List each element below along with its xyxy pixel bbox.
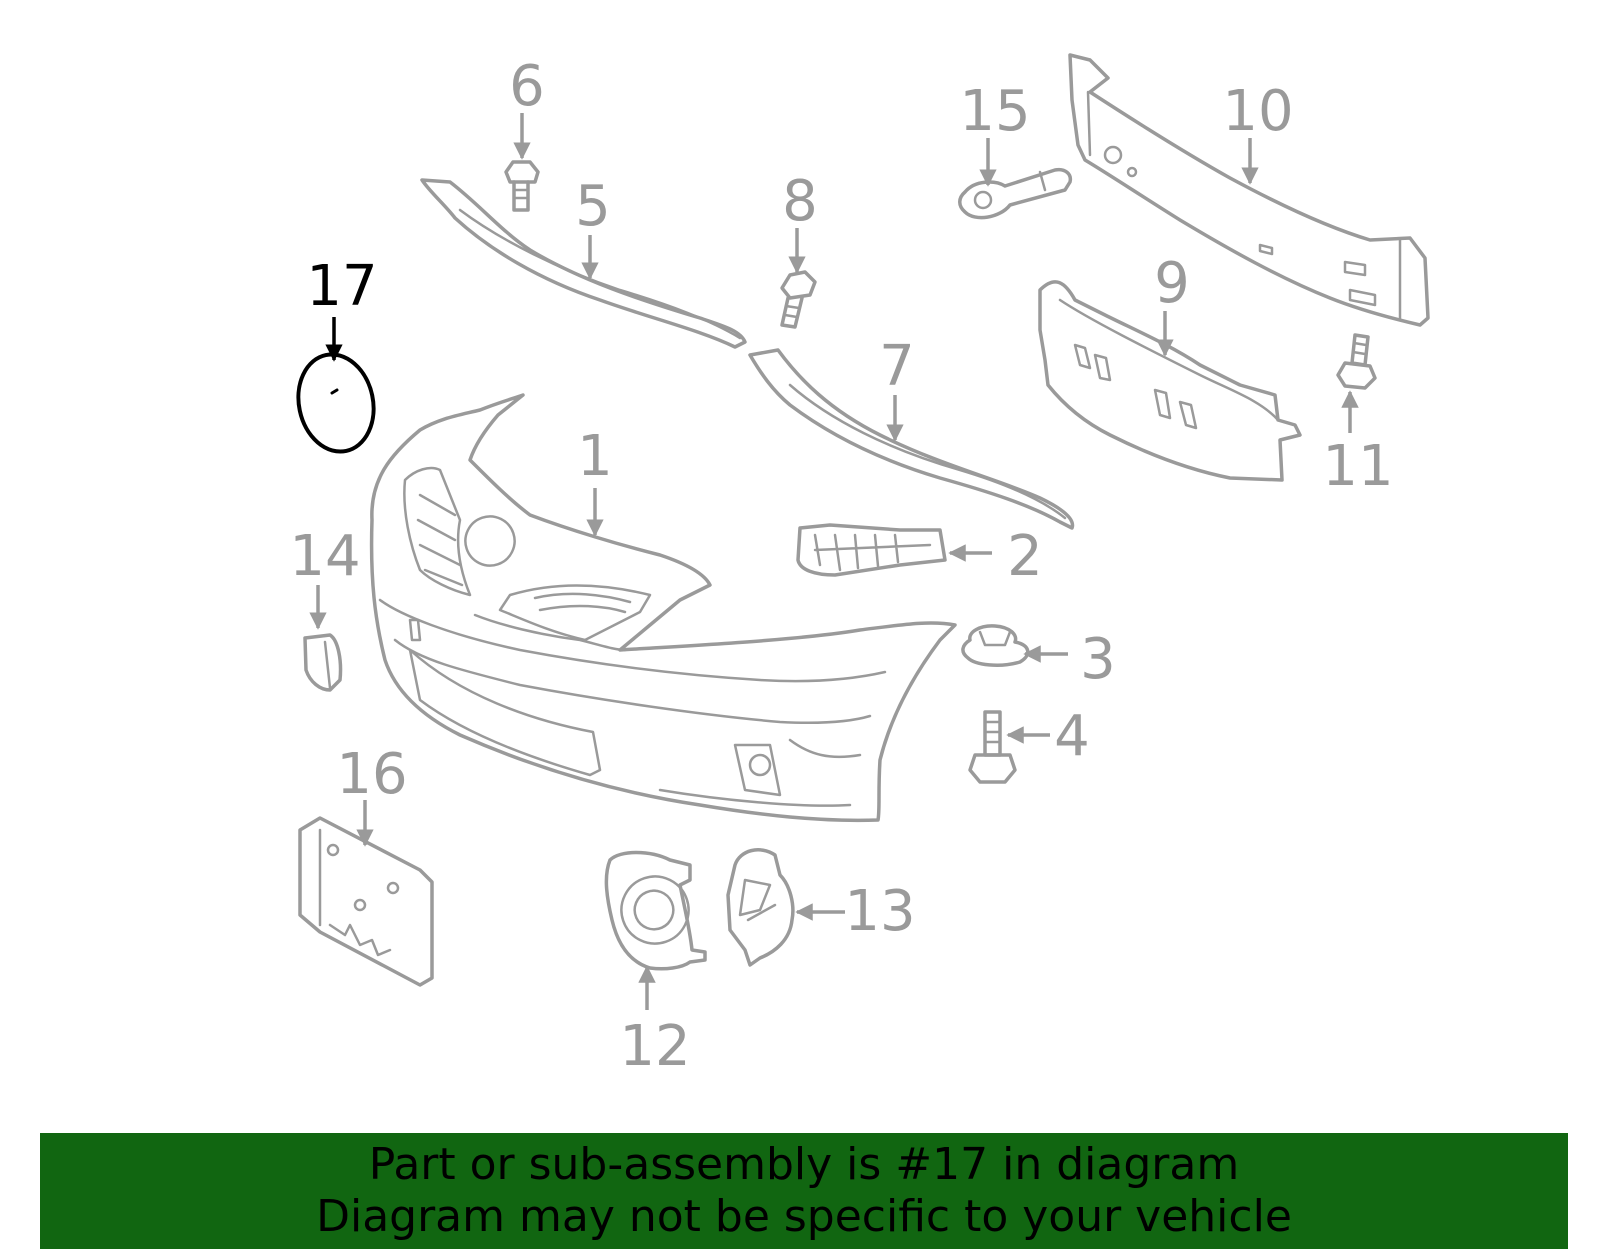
info-banner: Part or sub-assembly is #17 in diagram D…	[40, 1133, 1568, 1249]
part-13-fog-bracket	[726, 848, 795, 967]
callout-label-3: 3	[1080, 627, 1116, 692]
part-5-retainer	[420, 178, 747, 349]
part-10-reinforcement	[1068, 53, 1430, 327]
part-8-bolt	[780, 270, 817, 329]
callout-label-13: 13	[844, 879, 915, 944]
callout-label-17: 17	[306, 254, 377, 319]
part-3-clip	[961, 624, 1030, 667]
banner-line-2: Diagram may not be specific to your vehi…	[316, 1191, 1292, 1242]
part-14-cap	[303, 633, 343, 692]
part-7-retainer	[748, 348, 1075, 530]
callout-label-12: 12	[619, 1014, 690, 1079]
part-17-highlighted	[296, 352, 376, 454]
callout-label-10: 10	[1222, 79, 1293, 144]
callout-label-11: 11	[1322, 434, 1393, 499]
callout-label-14: 14	[289, 524, 360, 589]
banner-line-1: Part or sub-assembly is #17 in diagram	[368, 1139, 1240, 1190]
callout-label-9: 9	[1154, 251, 1190, 316]
part-16-license-bracket	[298, 816, 434, 987]
part-9-absorber	[1038, 280, 1302, 482]
part-11-bolt	[1336, 333, 1377, 390]
callout-label-5: 5	[575, 174, 611, 239]
part-1-bumper-cover	[369, 393, 957, 823]
callout-label-15: 15	[959, 79, 1030, 144]
callout-label-7: 7	[879, 334, 915, 399]
part-15-nozzle	[958, 167, 1073, 220]
callout-label-8: 8	[782, 169, 818, 234]
callout-label-16: 16	[336, 742, 407, 807]
callout-label-6: 6	[509, 54, 545, 119]
part-2-bracket	[796, 523, 947, 577]
part-6-bolt	[504, 160, 540, 212]
callout-label-1: 1	[577, 424, 613, 489]
callout-label-4: 4	[1054, 704, 1090, 769]
part-12-fog-bezel	[604, 850, 707, 971]
callout-label-2: 2	[1007, 524, 1043, 589]
part-4-bolt	[968, 710, 1017, 784]
